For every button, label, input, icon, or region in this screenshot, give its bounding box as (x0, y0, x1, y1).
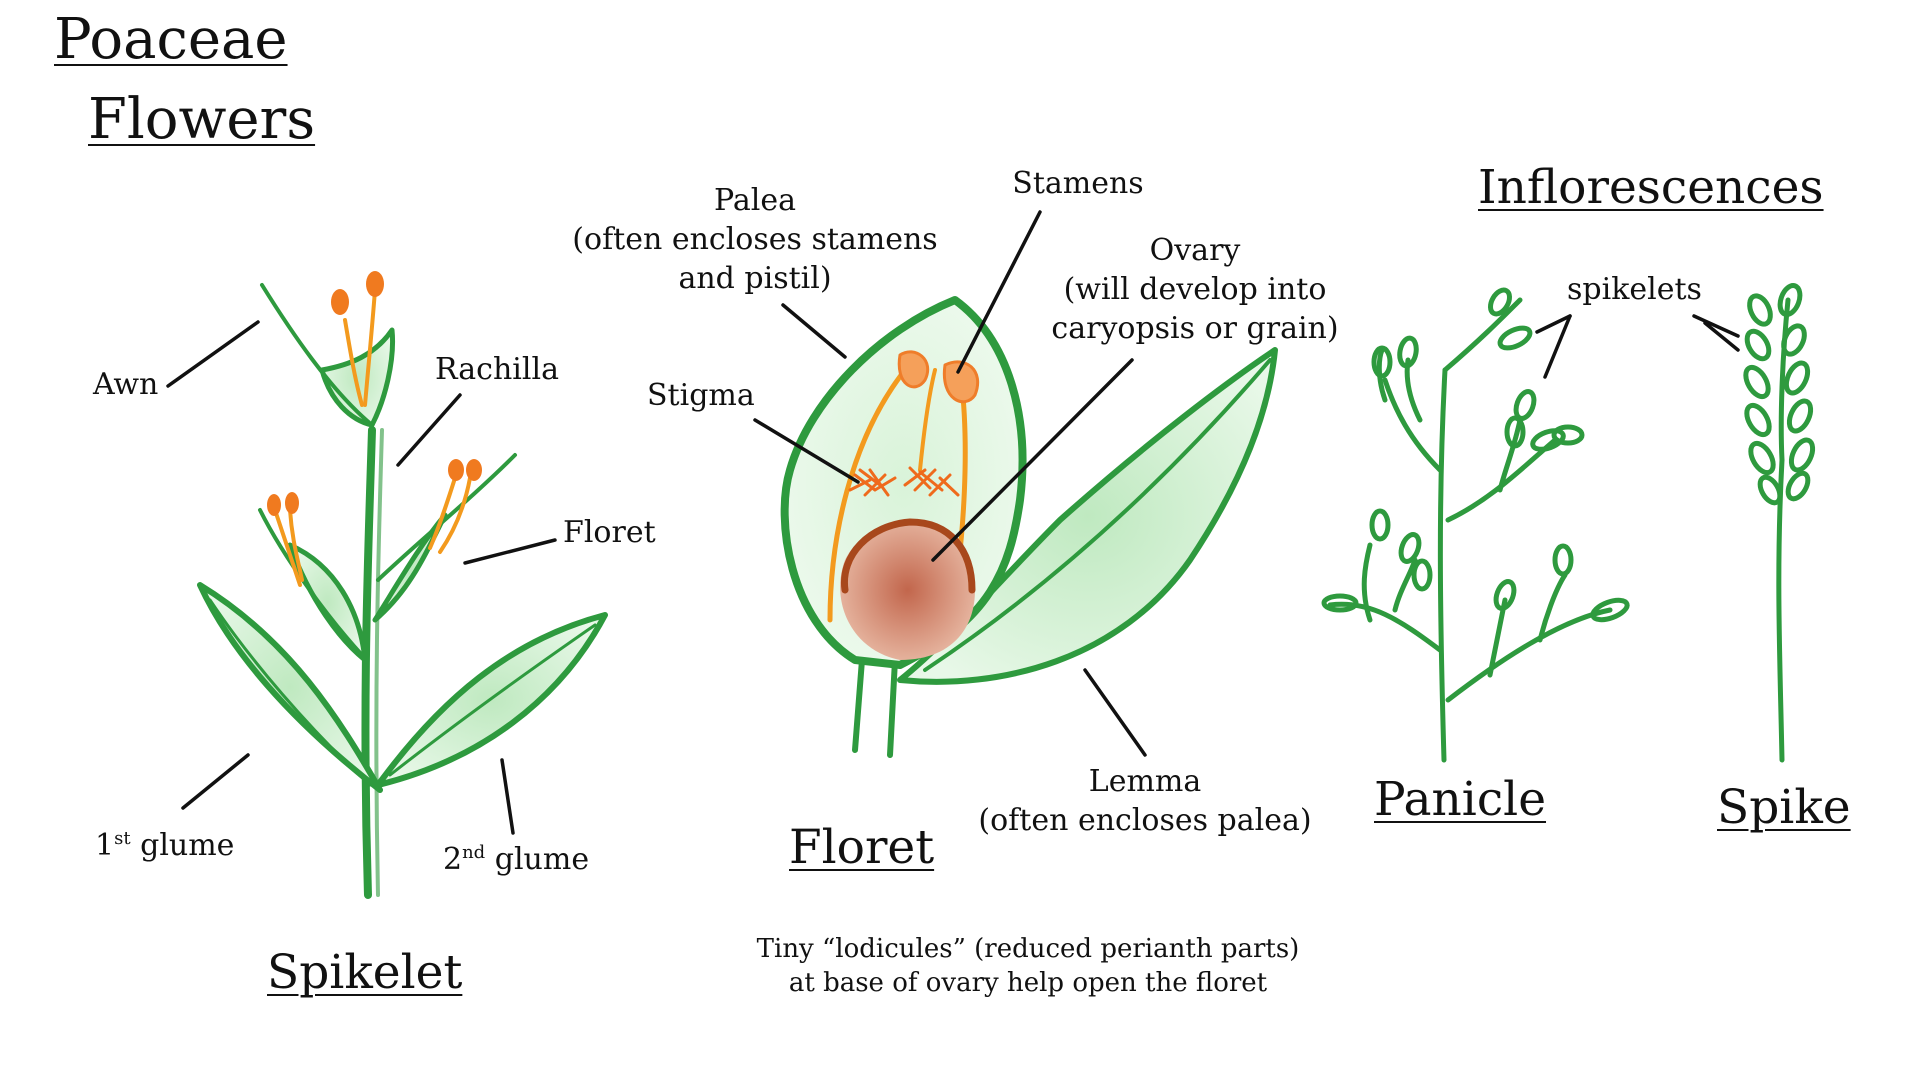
label-second-glume: 2nd glume (443, 842, 590, 877)
panicle-caption: Panicle (1374, 772, 1547, 827)
label-stamens: Stamens (1012, 166, 1144, 201)
first-glume (197, 582, 383, 793)
leader-stigma (753, 418, 860, 484)
leader-glume2 (500, 758, 515, 835)
floret-drawing (780, 296, 1278, 758)
leader-awn (166, 320, 260, 388)
spike-drawing (1743, 283, 1816, 763)
leader-rachilla (396, 393, 462, 467)
inflorescences-heading: Inflorescences (1478, 160, 1824, 215)
lower-floret-right (372, 512, 448, 623)
label-stigma: Stigma (647, 378, 755, 413)
label-palea: Palea (714, 183, 796, 218)
label-palea-line2: (often encloses stamens (572, 222, 938, 257)
label-ovary-line3: caryopsis or grain) (1051, 311, 1339, 346)
ovary (840, 520, 975, 660)
topic-title: Flowers (88, 87, 316, 152)
lodicule-note-line1: Tiny “lodicules” (reduced perianth parts… (756, 934, 1300, 964)
spikelet-stamens (267, 271, 482, 587)
label-lemma: Lemma (1088, 764, 1202, 799)
leader-stamens (956, 210, 1042, 374)
spike-caption: Spike (1717, 780, 1851, 835)
label-ovary: Ovary (1149, 233, 1241, 268)
panicle-drawing (1321, 287, 1630, 763)
spikelet-caption: Spikelet (267, 945, 463, 1000)
lemma (897, 347, 1278, 685)
label-first-glume: 1st glume (95, 828, 235, 863)
floret-caption: Floret (789, 820, 935, 875)
leader-ovary (931, 358, 1134, 562)
leader-spikelets-1 (1535, 314, 1572, 334)
family-title: Poaceae (54, 7, 288, 72)
spikelet-drawing (197, 283, 608, 899)
leader-lemma (1083, 668, 1147, 757)
label-lemma-line2: (often encloses palea) (978, 803, 1312, 838)
rachilla-stem (361, 426, 376, 899)
floret-pedicel (852, 657, 898, 758)
label-floret-part: Floret (563, 515, 656, 550)
label-rachilla: Rachilla (435, 352, 559, 387)
leader-palea (781, 303, 847, 359)
lodicule-note-line2: at base of ovary help open the floret (788, 968, 1268, 998)
label-ovary-line2: (will develop into (1063, 272, 1327, 307)
label-spikelets: spikelets (1567, 272, 1702, 307)
leader-spikelets-4 (1703, 321, 1740, 352)
leader-glume1 (181, 753, 250, 810)
leader-lines (166, 210, 1740, 835)
leader-floret (463, 538, 557, 565)
stigma (848, 466, 960, 497)
label-awn: Awn (93, 367, 159, 402)
leader-spikelets-2 (1543, 314, 1572, 379)
label-palea-line3: and pistil) (678, 261, 832, 296)
leader-spikelets-3 (1692, 314, 1740, 338)
